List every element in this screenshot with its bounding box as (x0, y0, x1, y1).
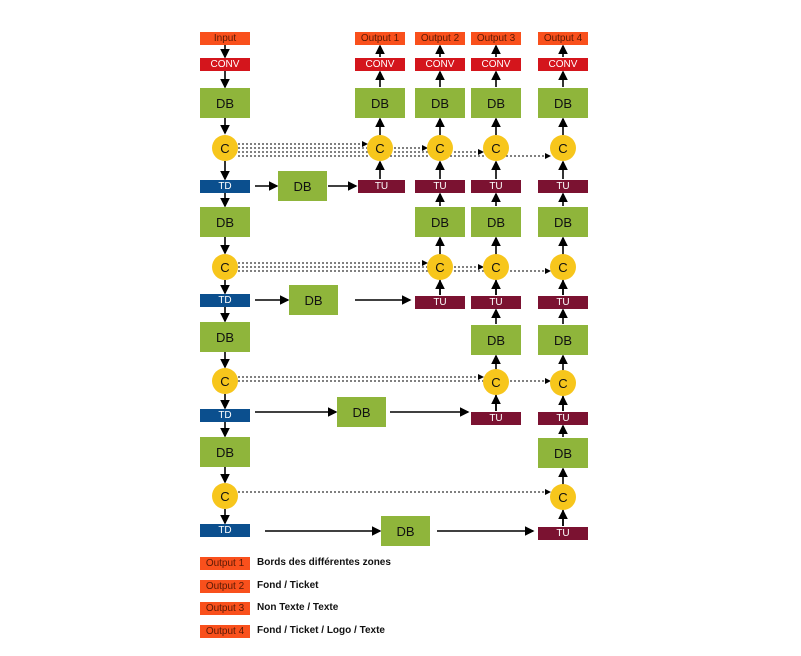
concat-node: C (427, 254, 453, 280)
legend-description: Bords des différentes zones (257, 557, 391, 568)
transition-up-block: TU (538, 296, 588, 309)
transition-down-block: TD (200, 294, 250, 307)
concat-node: C (212, 483, 238, 509)
transition-up-block: TU (415, 180, 465, 193)
dense-block: DB (200, 437, 250, 467)
output-4-block: Output 4 (538, 32, 588, 45)
conv-block: CONV (355, 58, 405, 71)
transition-up-block: TU (471, 296, 521, 309)
concat-node: C (550, 484, 576, 510)
concat-node: C (427, 135, 453, 161)
concat-node: C (212, 135, 238, 161)
transition-up-block: TU (538, 412, 588, 425)
legend-description: Fond / Ticket / Logo / Texte (257, 625, 385, 636)
dense-block: DB (200, 88, 250, 118)
concat-node: C (483, 369, 509, 395)
dense-block: DB (538, 325, 588, 355)
dense-block: DB (538, 207, 588, 237)
bottleneck-dense-block: DB (278, 171, 327, 201)
bottleneck-dense-block: DB (289, 285, 338, 315)
conv-block: CONV (415, 58, 465, 71)
dense-block: DB (415, 207, 465, 237)
output-1-block: Output 1 (355, 32, 405, 45)
bottleneck-dense-block: DB (381, 516, 430, 546)
legend-swatch: Output 2 (200, 580, 250, 593)
conv-block: CONV (200, 58, 250, 71)
transition-down-block: TD (200, 409, 250, 422)
concat-node: C (550, 370, 576, 396)
transition-up-block: TU (471, 180, 521, 193)
dense-block: DB (471, 325, 521, 355)
concat-node: C (367, 135, 393, 161)
transition-up-block: TU (538, 180, 588, 193)
legend-swatch: Output 4 (200, 625, 250, 638)
dense-block: DB (355, 88, 405, 118)
input-block: Input (200, 32, 250, 45)
dense-block: DB (538, 438, 588, 468)
concat-node: C (483, 254, 509, 280)
conv-block: CONV (538, 58, 588, 71)
conv-block: CONV (471, 58, 521, 71)
legend-swatch: Output 1 (200, 557, 250, 570)
transition-down-block: TD (200, 524, 250, 537)
dense-block: DB (415, 88, 465, 118)
concat-node: C (550, 254, 576, 280)
bottleneck-dense-block: DB (337, 397, 386, 427)
transition-up-block: TU (471, 412, 521, 425)
dense-block: DB (471, 88, 521, 118)
concat-node: C (483, 135, 509, 161)
output-2-block: Output 2 (415, 32, 465, 45)
transition-down-block: TD (200, 180, 250, 193)
legend-description: Fond / Ticket (257, 580, 319, 591)
legend-swatch: Output 3 (200, 602, 250, 615)
output-3-block: Output 3 (471, 32, 521, 45)
dense-block: DB (200, 322, 250, 352)
transition-up-block: TU (415, 296, 465, 309)
dense-block: DB (471, 207, 521, 237)
concat-node: C (212, 368, 238, 394)
concat-node: C (212, 254, 238, 280)
transition-up-block: TU (538, 527, 588, 540)
dense-block: DB (538, 88, 588, 118)
legend-description: Non Texte / Texte (257, 602, 339, 613)
transition-up-block: TU (358, 180, 405, 193)
dense-block: DB (200, 207, 250, 237)
concat-node: C (550, 135, 576, 161)
